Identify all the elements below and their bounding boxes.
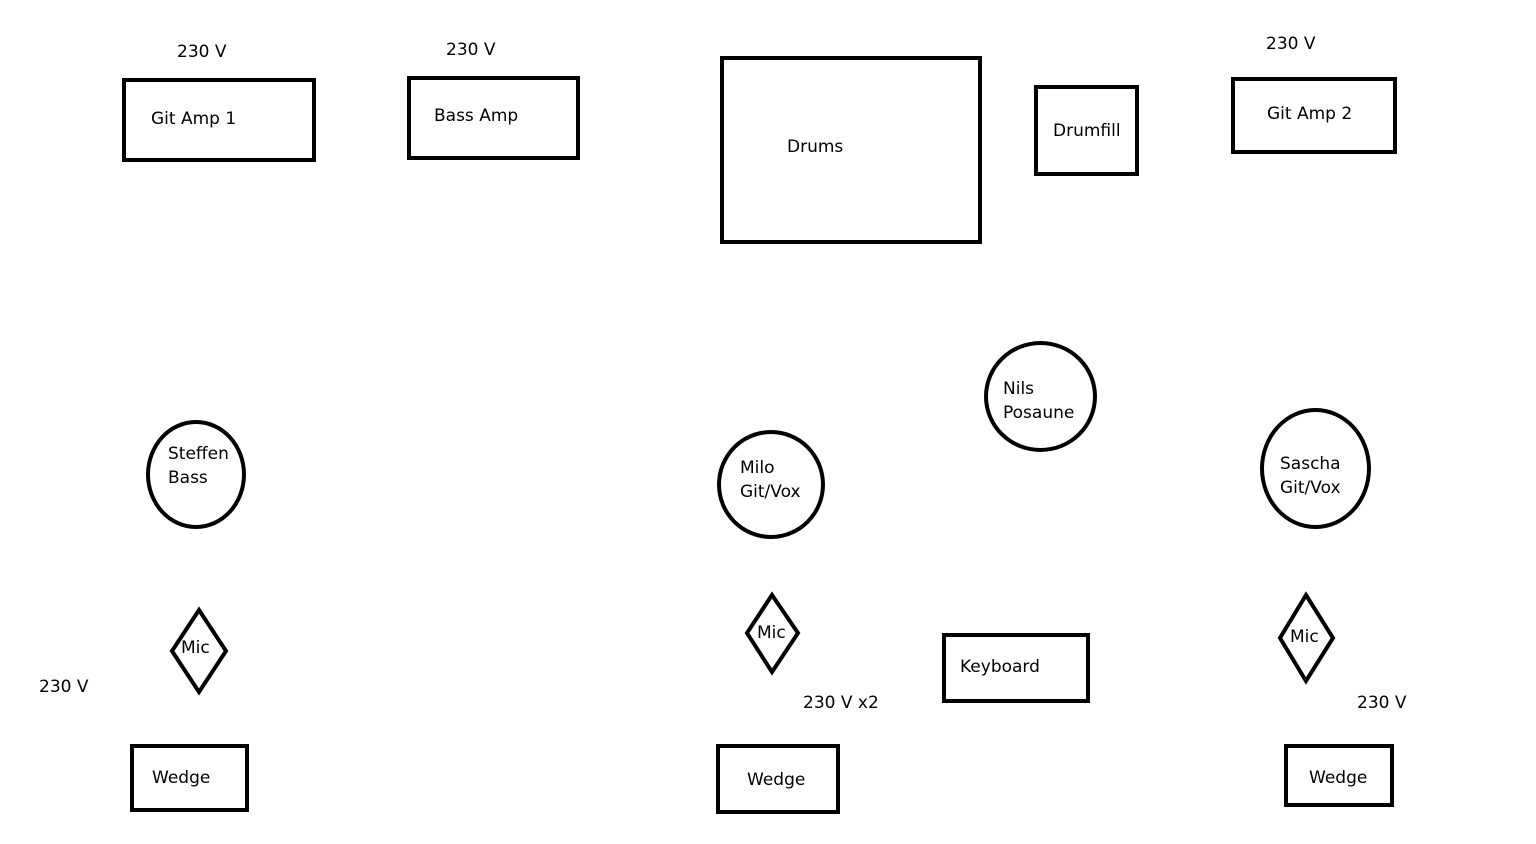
power-label-bass-amp: 230 V <box>446 40 496 60</box>
mic-sascha-diamond <box>1277 591 1336 685</box>
musician-steffen-name: Steffen <box>168 444 229 464</box>
drums-label: Drums <box>787 137 844 157</box>
bass-amp-box: Bass Amp <box>407 76 580 160</box>
mic-milo-diamond <box>744 591 801 676</box>
musician-sascha-role: Git/Vox <box>1280 478 1341 498</box>
keyboard-box: Keyboard <box>942 633 1090 703</box>
drumfill-label: Drumfill <box>1053 121 1121 141</box>
git-amp-1-box: Git Amp 1 <box>122 78 316 162</box>
musician-nils-role: Posaune <box>1003 403 1075 423</box>
power-label-sascha: 230 V <box>1357 693 1407 713</box>
musician-milo-role: Git/Vox <box>740 482 801 502</box>
mic-steffen-label: Mic <box>181 638 210 658</box>
wedge-sascha-label: Wedge <box>1309 768 1368 788</box>
wedge-sascha: Wedge <box>1284 744 1394 807</box>
drumfill-box: Drumfill <box>1034 85 1139 176</box>
wedge-steffen-label: Wedge <box>152 768 211 788</box>
wedge-milo: Wedge <box>716 744 840 814</box>
wedge-milo-label: Wedge <box>747 770 806 790</box>
musician-milo-name: Milo <box>740 458 775 478</box>
git-amp-1-label: Git Amp 1 <box>151 109 237 129</box>
power-label-milo: 230 V x2 <box>803 693 879 713</box>
wedge-steffen: Wedge <box>130 744 249 812</box>
musician-steffen-role: Bass <box>168 468 208 488</box>
bass-amp-label: Bass Amp <box>434 106 519 126</box>
musician-milo: Milo Git/Vox <box>717 430 825 539</box>
musician-sascha-name: Sascha <box>1280 454 1341 474</box>
musician-nils-name: Nils <box>1003 379 1035 399</box>
mic-steffen-diamond <box>169 606 229 696</box>
musician-steffen: Steffen Bass <box>146 420 246 529</box>
musician-nils: Nils Posaune <box>984 341 1097 452</box>
power-label-git-amp-1: 230 V <box>177 42 227 62</box>
power-label-git-amp-2: 230 V <box>1266 34 1316 54</box>
git-amp-2-label: Git Amp 2 <box>1267 104 1353 124</box>
drums-box: Drums <box>720 56 982 244</box>
power-label-steffen: 230 V <box>39 677 89 697</box>
mic-milo-label: Mic <box>757 623 786 643</box>
musician-sascha: Sascha Git/Vox <box>1260 408 1371 529</box>
keyboard-label: Keyboard <box>960 657 1040 677</box>
mic-sascha-label: Mic <box>1290 627 1319 647</box>
git-amp-2-box: Git Amp 2 <box>1231 77 1397 154</box>
